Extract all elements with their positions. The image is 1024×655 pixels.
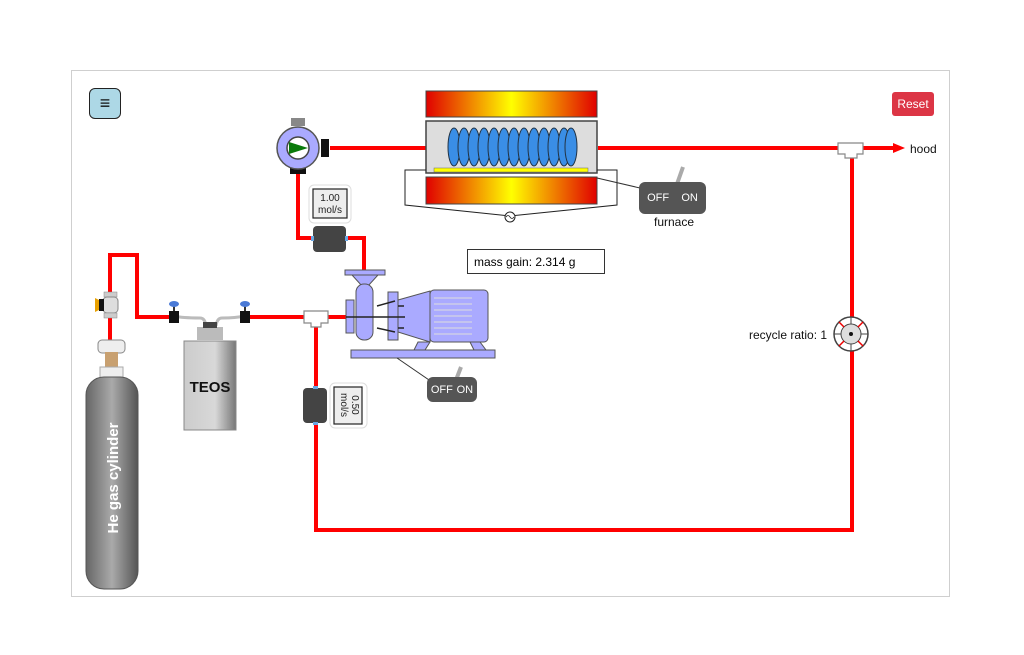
mass-gain-readout: mass gain: 2.314 g — [467, 249, 605, 274]
flow-direction-icon — [289, 142, 308, 154]
flow-controller-top[interactable]: 1.00 mol/s — [308, 184, 352, 252]
hood-arrow-icon — [893, 143, 905, 153]
furnace-heater-bottom — [425, 176, 598, 205]
recycle-ratio-label: recycle ratio: 1 — [749, 328, 828, 342]
reset-button[interactable]: Reset — [892, 92, 934, 116]
he-gas-cylinder: He gas cylinder — [85, 291, 139, 590]
flow-controller-recycle[interactable]: 0.50 mol/s — [303, 382, 368, 429]
furnace-heater-top — [425, 90, 598, 118]
pipe-pump-to-controller — [346, 236, 366, 270]
flow-top-value: 1.00 — [320, 193, 340, 204]
pump — [344, 269, 496, 383]
furnace-switch-off-label: OFF — [647, 192, 670, 204]
sample-coil — [447, 127, 578, 167]
pipe-cylinder-to-teos — [108, 253, 172, 345]
flow-recycle-value: 0.50 — [349, 395, 360, 415]
furnace-label: furnace — [654, 215, 695, 229]
teos-outlet-valve[interactable] — [240, 301, 250, 323]
pipe-controller-to-mixer — [296, 172, 313, 240]
furnace — [404, 90, 685, 223]
flow-recycle-unit: mol/s — [338, 393, 349, 417]
pump-switch-off-label: OFF — [430, 383, 453, 396]
sample-tray — [433, 167, 589, 173]
teos-label: TEOS — [190, 379, 231, 396]
hamburger-menu-icon: ≡ — [99, 93, 111, 113]
menu-button[interactable]: ≡ — [89, 88, 121, 119]
flow-top-unit: mol/s — [318, 205, 342, 216]
tee-fitting-inlet — [303, 310, 329, 328]
pump-switch[interactable]: OFF ON — [427, 377, 477, 402]
furnace-switch[interactable]: OFF ON — [639, 182, 706, 214]
furnace-switch-lever — [675, 166, 685, 185]
teos-inlet-valve[interactable] — [169, 301, 179, 323]
tee-fitting-outlet — [837, 142, 864, 159]
mixer-valve — [276, 118, 329, 174]
furnace-switch-on-label: ON — [681, 192, 698, 204]
hood-label: hood — [910, 142, 937, 156]
pipe-recycle-loop — [314, 155, 854, 532]
pump-switch-on-label: ON — [456, 383, 474, 396]
cylinder-regulator-valve[interactable] — [95, 291, 119, 319]
teos-bubbler: TEOS — [169, 301, 250, 431]
cylinder-label: He gas cylinder — [105, 422, 122, 533]
recycle-valve[interactable] — [833, 316, 869, 352]
